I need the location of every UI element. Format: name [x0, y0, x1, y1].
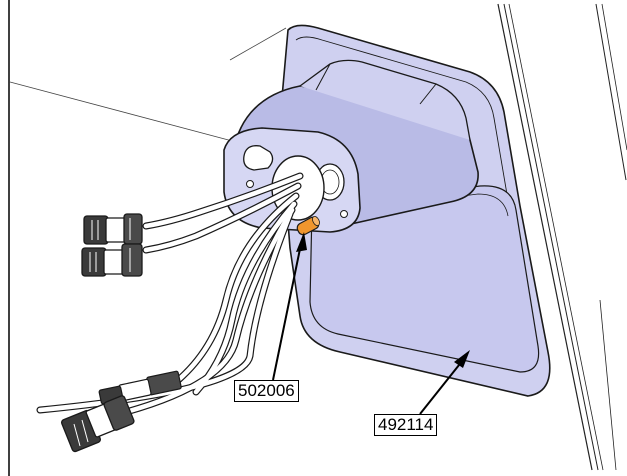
trim-panel-strips [497, 3, 627, 471]
orange-pin-502006 [296, 215, 320, 236]
upper-connector [83, 213, 143, 245]
middle-connector [81, 243, 143, 277]
callout-leaders [272, 243, 464, 415]
left-mounting-slot [243, 145, 274, 171]
callout-label-492114: 492114 [374, 414, 438, 436]
background-reference-line [9, 81, 237, 143]
lower-connector-large [60, 395, 135, 453]
leader-arrow-502006 [296, 232, 307, 252]
background-reference-line-upper [229, 27, 287, 61]
bracket-housing-492114 [223, 24, 551, 397]
lower-flange [309, 185, 540, 373]
lower-connector-small [98, 370, 182, 405]
leader-arrow-492114 [454, 350, 470, 368]
callout-label-502006: 502006 [234, 380, 299, 402]
